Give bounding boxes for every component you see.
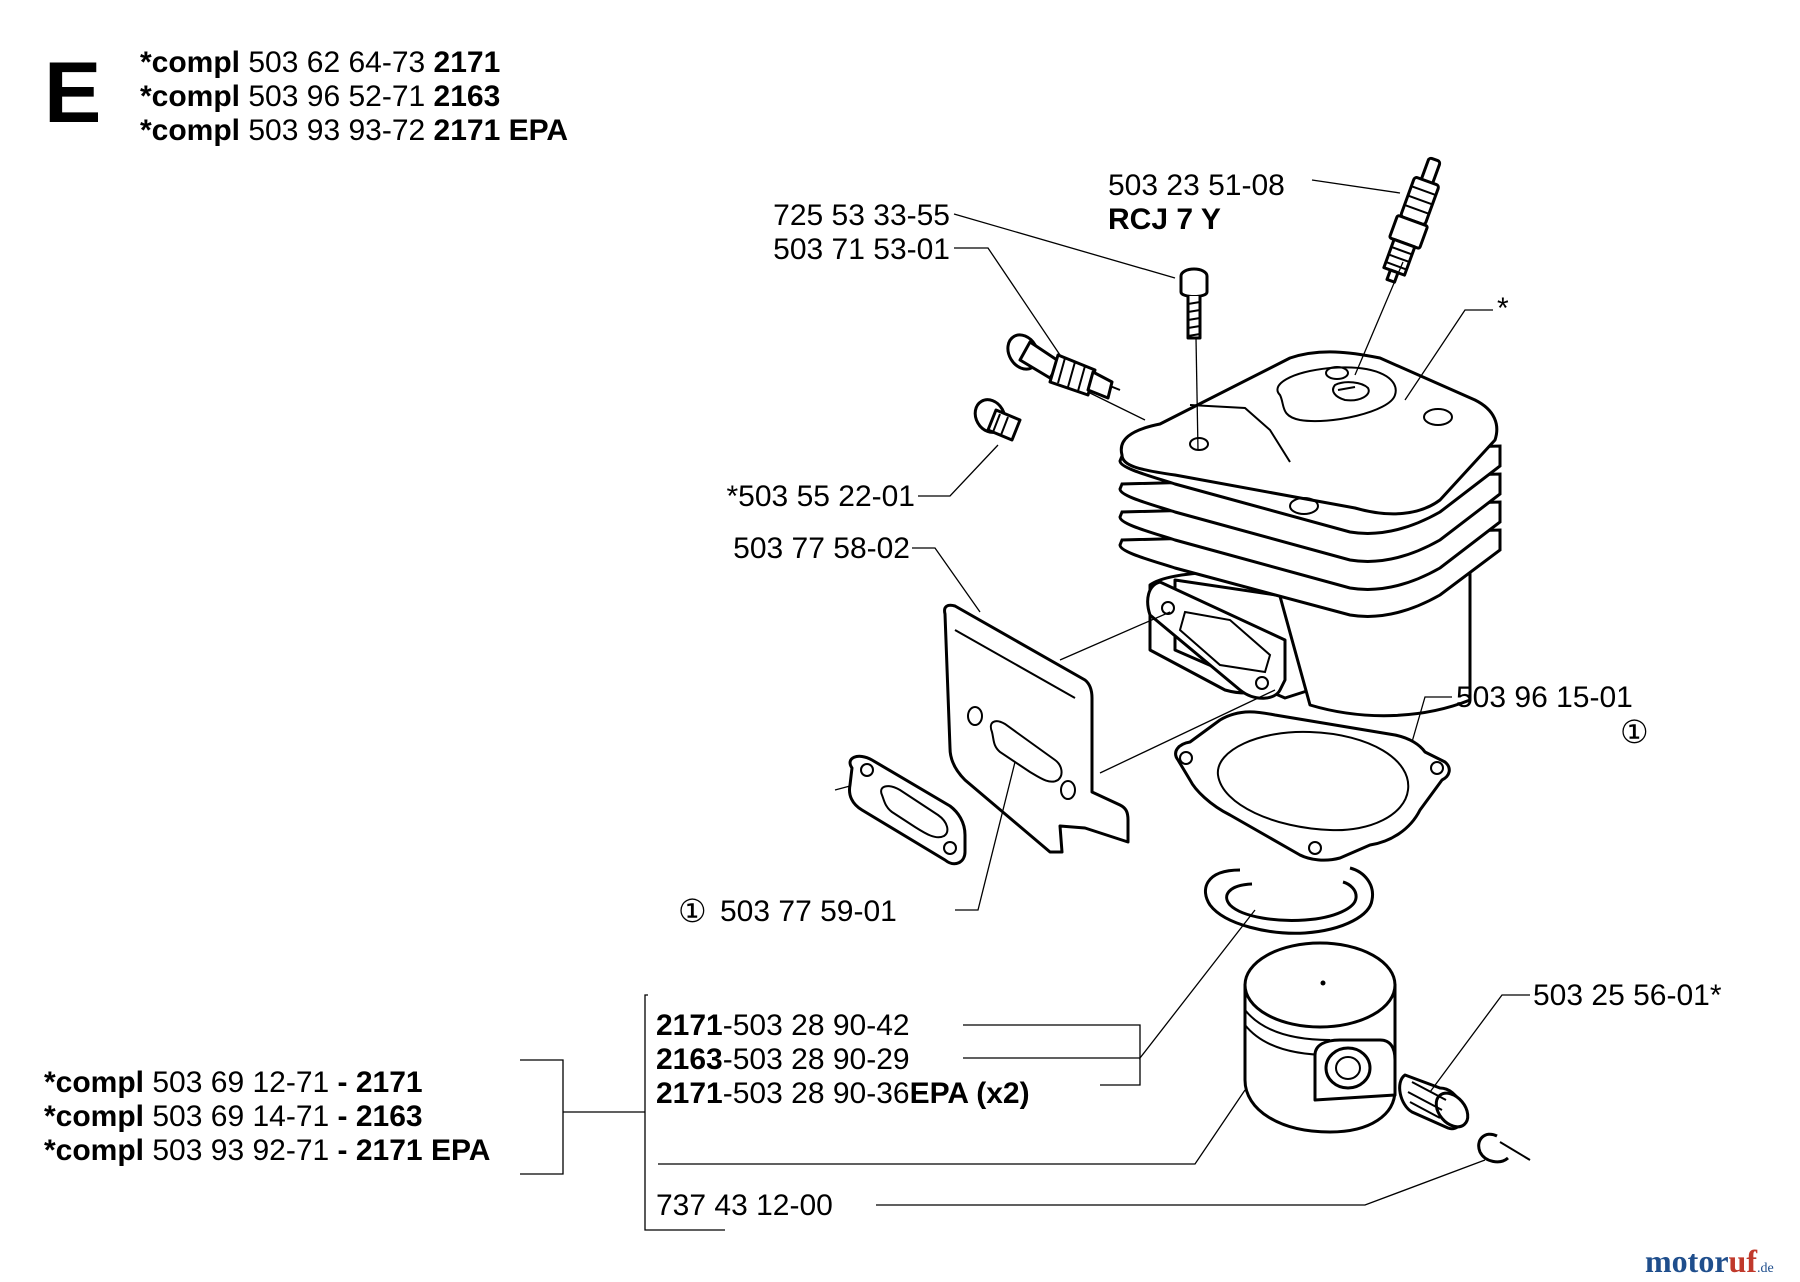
needle-bearing-number: 503 25 56-01*: [1533, 979, 1722, 1012]
screw-number: 725 53 33-55: [773, 199, 950, 232]
piston-variant-1: 2171-503 28 90-42: [656, 1009, 910, 1042]
base-gasket-mark: ①: [1620, 713, 1649, 751]
decompression-valve: [1006, 333, 1121, 400]
top-kit-1: *compl 503 62 64-73 2171: [140, 46, 500, 79]
piston-kit-3: *compl 503 93 92-71 - 2171 EPA: [44, 1134, 490, 1167]
heat-shield-number: 503 77 58-02: [733, 532, 910, 565]
piston-kit-2: *compl 503 69 14-71 - 2163: [44, 1100, 423, 1133]
plug-number: *503 55 22-01: [727, 480, 916, 513]
screw: [1179, 267, 1209, 340]
decomp-valve-number: 503 71 53-01: [773, 233, 950, 266]
piston-variant-list: 2171-503 28 90-42 2163-503 28 90-29 2171…: [656, 1009, 1030, 1110]
heat-shield: [943, 603, 1130, 854]
cylinder: [1118, 350, 1502, 718]
circlip-number: 737 43 12-00: [656, 1189, 833, 1222]
top-kit-list: *compl 503 62 64-73 2171 *compl 503 96 5…: [140, 46, 568, 147]
piston-variant-3: 2171-503 28 90-36EPA (x2): [656, 1077, 1030, 1110]
base-gasket-number: 503 96 15-01: [1456, 681, 1633, 714]
plug: [973, 398, 1022, 442]
piston-kit-list: *compl 503 69 12-71 - 2171 *compl 503 69…: [44, 1066, 490, 1167]
piston-ring: [1204, 866, 1375, 935]
top-kit-2: *compl 503 96 52-71 2163: [140, 80, 500, 113]
spark-plug-type: RCJ 7 Y: [1108, 203, 1221, 236]
piston-kit-1: *compl 503 69 12-71 - 2171: [44, 1066, 423, 1099]
spark-plug-number: 503 23 51-08: [1108, 169, 1285, 202]
exhaust-gasket-mark: ①: [678, 892, 707, 930]
piston: [1243, 941, 1397, 1134]
circlip: [1477, 1132, 1531, 1164]
exhaust-gasket-number: 503 77 59-01: [720, 895, 897, 928]
base-gasket: [1174, 710, 1451, 862]
spark-plug: [1382, 156, 1442, 284]
section-letter: E: [44, 45, 101, 141]
leader-lines: [520, 179, 1530, 1231]
needle-bearing: [1398, 1073, 1470, 1131]
cylinder-mark: *: [1497, 292, 1509, 325]
watermark-logo: motoruf.de: [1645, 1243, 1774, 1279]
exhaust-gasket: [848, 754, 967, 866]
top-kit-3: *compl 503 93 93-72 2171 EPA: [140, 114, 568, 147]
piston-variant-2: 2163-503 28 90-29: [656, 1043, 910, 1076]
